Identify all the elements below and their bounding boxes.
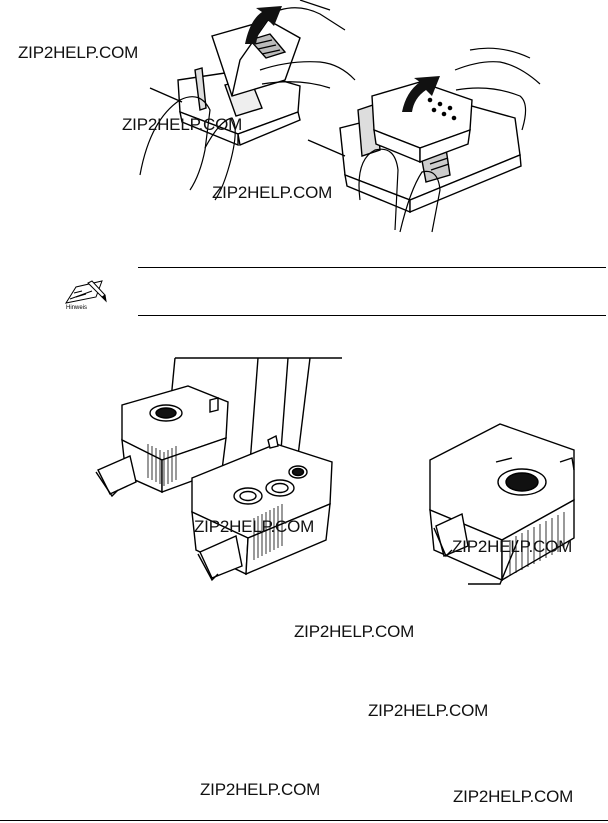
pencil-note-icon bbox=[64, 280, 107, 304]
watermark: ZIP2HELP.COM bbox=[122, 115, 243, 134]
cartridge-removal-illustration bbox=[139, 0, 541, 233]
single-cartridge bbox=[429, 423, 575, 585]
right-hands bbox=[358, 47, 541, 233]
watermark: ZIP2HELP.COM bbox=[452, 537, 573, 556]
watermark: ZIP2HELP.COM bbox=[200, 780, 321, 799]
note-label: Hinweis bbox=[66, 305, 88, 311]
watermark: ZIP2HELP.COM bbox=[453, 787, 574, 806]
note-bottom-rule bbox=[138, 315, 606, 316]
left-cartridge bbox=[211, 19, 301, 97]
watermark: ZIP2HELP.COM bbox=[294, 622, 415, 641]
watermark: ZIP2HELP.COM bbox=[212, 183, 333, 202]
watermark: ZIP2HELP.COM bbox=[368, 701, 489, 720]
watermark: ZIP2HELP.COM bbox=[18, 43, 139, 62]
footer-rule bbox=[0, 820, 608, 821]
color-cartridge bbox=[191, 434, 333, 582]
watermark: ZIP2HELP.COM bbox=[194, 517, 315, 536]
lift-arrow-icon bbox=[245, 6, 282, 44]
left-hands bbox=[139, 0, 356, 201]
note-top-rule bbox=[138, 267, 606, 268]
right-cartridge bbox=[371, 81, 473, 164]
lift-arrow-icon-2 bbox=[402, 76, 440, 112]
black-cartridge bbox=[95, 385, 229, 498]
